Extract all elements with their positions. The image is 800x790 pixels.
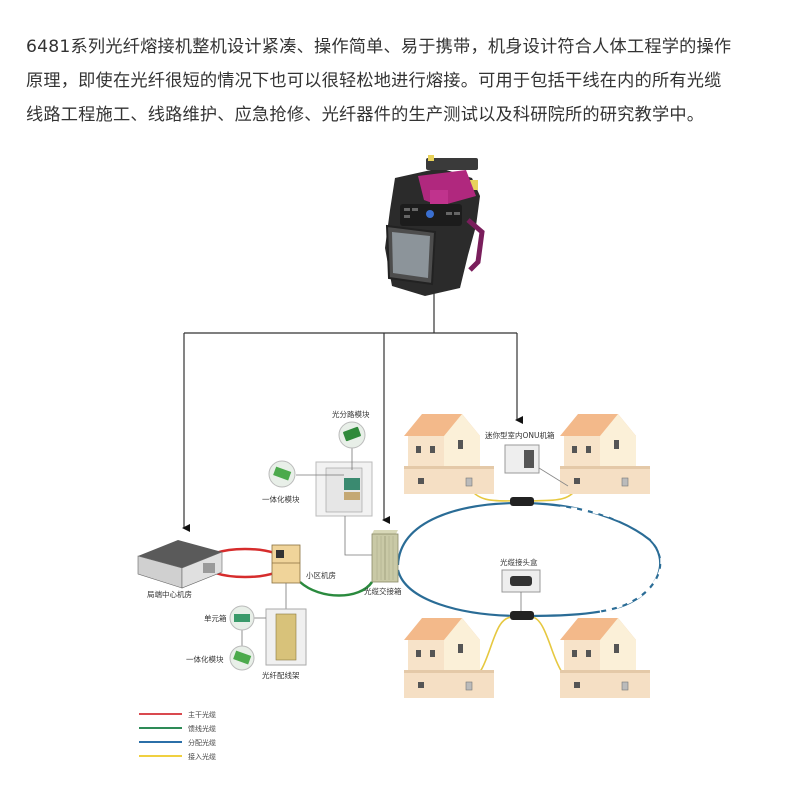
legend-label-feeder: 馈线光缆 — [188, 724, 216, 733]
closure-top — [510, 497, 534, 506]
house-bottom-left — [403, 617, 495, 699]
label-integrated-module-bottom: 一体化模块 — [186, 654, 224, 664]
legend-label-trunk: 主干光缆 — [188, 710, 216, 719]
legend-label-access: 接入光缆 — [188, 752, 216, 761]
house-top-left — [403, 413, 495, 495]
label-central-office: 局端中心机房 — [147, 589, 192, 599]
intro-line-1: 6481系列光纤熔接机整机设计紧凑、操作简单、易于携带，机身设计符合人体工程学的… — [26, 37, 732, 57]
fusion-splicer-image — [385, 155, 485, 296]
label-splice-closure: 光缆接头盒 — [500, 557, 538, 567]
community-room-image — [271, 544, 301, 584]
splitter-cabinet-image — [315, 461, 373, 517]
label-splitter-module: 光分路模块 — [332, 409, 370, 419]
label-odf: 光纤配线架 — [262, 670, 300, 680]
feeder-cable — [299, 581, 374, 597]
intro-line-2: 原理，即使在光纤很短的情况下也可以很轻松地进行熔接。可用于包括干线在内的所有光缆 — [26, 71, 722, 91]
cross-cabinet-image — [371, 530, 399, 583]
legend-label-distribution: 分配光缆 — [188, 738, 216, 747]
label-unit-box: 单元箱 — [204, 613, 227, 623]
central-office-image — [137, 540, 223, 589]
intro-line-3: 线路工程施工、线路维护、应急抢修、光纤器件的生产测试以及科研院所的研究教学中。 — [26, 105, 705, 125]
house-top-right — [559, 413, 651, 495]
closure-bottom — [510, 611, 534, 620]
legend: 主干光缆 馈线光缆 分配光缆 接入光缆 — [139, 710, 216, 761]
label-mini-onu: 迷你型室内ONU机箱 — [485, 430, 555, 440]
house-bottom-right — [559, 617, 651, 699]
intro-text: 6481系列光纤熔接机整机设计紧凑、操作简单、易于携带，机身设计符合人体工程学的… — [26, 30, 786, 132]
label-cross-cabinet: 光缆交接箱 — [364, 586, 402, 596]
label-integrated-module-top: 一体化模块 — [262, 494, 300, 504]
label-community-room: 小区机房 — [306, 570, 336, 580]
distribution-tree — [182, 293, 523, 532]
